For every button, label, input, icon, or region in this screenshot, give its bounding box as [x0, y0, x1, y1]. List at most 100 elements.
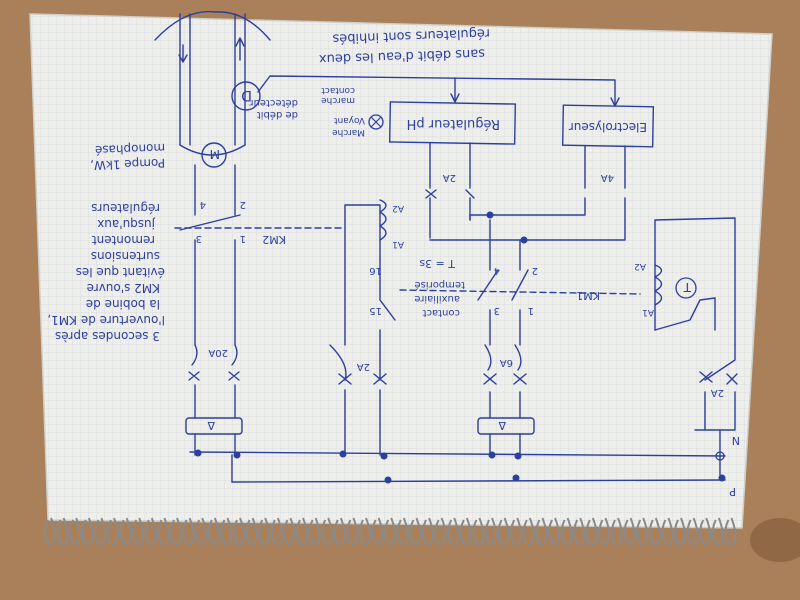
km2-terminal-a2: A2 — [392, 203, 404, 213]
junction-dots — [194, 211, 726, 484]
spiral-ring — [459, 517, 472, 546]
lamp-label-line2: Marche — [332, 127, 365, 137]
fuse-2a-mid-label: 2A — [357, 361, 370, 372]
spiral-ring — [510, 517, 523, 546]
spiral-ring — [157, 517, 170, 546]
spiral-ring — [434, 517, 447, 546]
spiral-ring — [107, 517, 119, 546]
spiral-ring — [321, 517, 334, 546]
table-wood-knot — [750, 518, 800, 562]
timer-relay-letter: T — [683, 280, 692, 294]
regulator-ph-label: Régulateur pH — [407, 116, 500, 131]
km1-label: KM1 — [576, 289, 600, 302]
spiral-ring — [94, 517, 107, 546]
side-note-line5: évitant que les — [76, 265, 165, 279]
diff-breaker-right-symbol: Δ — [498, 419, 506, 432]
km2-label: KM2 — [262, 233, 286, 246]
spiral-ring — [396, 517, 409, 546]
spiral-ring — [711, 517, 724, 546]
spiral-ring — [359, 517, 371, 546]
contact-number-2-mid: 2 — [532, 265, 538, 276]
pump-label-line2: monophasé — [95, 141, 166, 157]
spiral-ring — [535, 517, 548, 546]
side-note-line8: jusqu'aux — [97, 217, 156, 231]
pump-motor-letter: M — [210, 147, 220, 161]
spiral-ring — [422, 517, 434, 546]
side-note-line1b: 3 secondes après — [55, 329, 160, 343]
aux-contact-line2: auxiliaire — [414, 293, 460, 304]
spiral-ring — [623, 517, 636, 546]
phase-terminal — [715, 451, 725, 461]
spiral-ring — [220, 517, 233, 546]
spiral-ring — [585, 517, 598, 546]
spiral-ring — [636, 517, 649, 546]
aux-contact-line3: temporisé — [414, 279, 465, 291]
neutral-label: N — [732, 434, 740, 447]
spiral-ring — [346, 517, 359, 546]
side-note-line3: la bobine de — [86, 297, 160, 311]
electrolyser-label: Electrolyseur — [569, 120, 647, 134]
pump-label-line1: Pompe 1kW, — [90, 156, 165, 173]
spiral-ring — [497, 517, 510, 546]
side-note-line2: l'ouverture de KM1, — [47, 313, 165, 327]
timer-relay-symbol: T — [675, 277, 697, 299]
spiral-ring — [283, 517, 296, 546]
electrolyser-box: Electrolyseur — [561, 104, 655, 148]
contact-number-3-mid: 3 — [494, 305, 500, 316]
spiral-ring — [447, 517, 460, 546]
spiral-ring — [661, 517, 674, 546]
spiral-ring — [296, 517, 308, 546]
spiral-ring — [724, 517, 737, 546]
contact-number-2-top: 2 — [240, 199, 246, 210]
contact-number-3-top: 3 — [196, 233, 202, 244]
spiral-ring — [611, 517, 623, 546]
side-note-line9: régulateurs — [91, 201, 160, 215]
spiral-binding — [44, 517, 737, 546]
spiral-ring — [308, 517, 321, 546]
spiral-ring — [56, 517, 69, 546]
spiral-ring — [333, 517, 346, 546]
top-note-line2: régulateurs sont inhibés — [332, 25, 490, 46]
aux-contact-line1: contact — [422, 307, 460, 318]
km1-terminal-a2: A2 — [634, 261, 646, 271]
contact-marche-line2: marche — [321, 95, 355, 105]
contact-number-1-top: 1 — [240, 233, 246, 244]
flow-detector-symbol: D — [231, 81, 261, 111]
fuse-2a-right-label: 2A — [711, 387, 724, 398]
spiral-ring — [195, 517, 208, 546]
contact-marche-line1: contact — [321, 85, 355, 95]
km2-terminal-a1: A1 — [392, 239, 404, 249]
spiral-ring — [648, 517, 661, 546]
contact-number-1-mid: 1 — [528, 305, 534, 316]
flow-detector-letter: D — [241, 87, 252, 103]
lamp-label-line1: Voyant — [333, 115, 365, 125]
spiral-ring — [69, 517, 82, 546]
side-note-line4: KM2 s'ouvre — [87, 281, 160, 295]
contact-number-15: 15 — [369, 305, 382, 316]
contact-number-4-top: 4 — [200, 199, 206, 210]
flow-detector-label-line2: de débit — [257, 109, 298, 121]
spiral-ring — [674, 517, 686, 546]
aux-contact-value: T = 3s — [419, 257, 456, 270]
spiral-ring — [119, 517, 132, 546]
fuse-4a-label: 4A — [601, 172, 614, 183]
top-note-line1: sans débit d'eau les deux — [318, 45, 485, 66]
spiral-ring — [245, 517, 258, 546]
km1-terminal-a1: A1 — [642, 307, 654, 317]
flow-detector-label-line1: détecteur — [249, 97, 298, 109]
spiral-ring — [522, 517, 535, 546]
spiral-ring — [44, 517, 56, 546]
spiral-ring — [560, 517, 573, 546]
spiral-ring — [81, 517, 94, 546]
spiral-ring — [548, 517, 560, 546]
phase-label: P — [729, 485, 736, 498]
spiral-ring — [233, 517, 245, 546]
regulator-ph-box: Régulateur pH — [388, 101, 517, 145]
contact-number-16: 16 — [369, 265, 382, 276]
spiral-ring — [371, 517, 384, 546]
spiral-ring — [170, 517, 182, 546]
pump-motor-symbol: M — [201, 142, 227, 168]
spiral-ring — [699, 517, 712, 546]
fuse-20a-label: 20A — [208, 347, 228, 358]
